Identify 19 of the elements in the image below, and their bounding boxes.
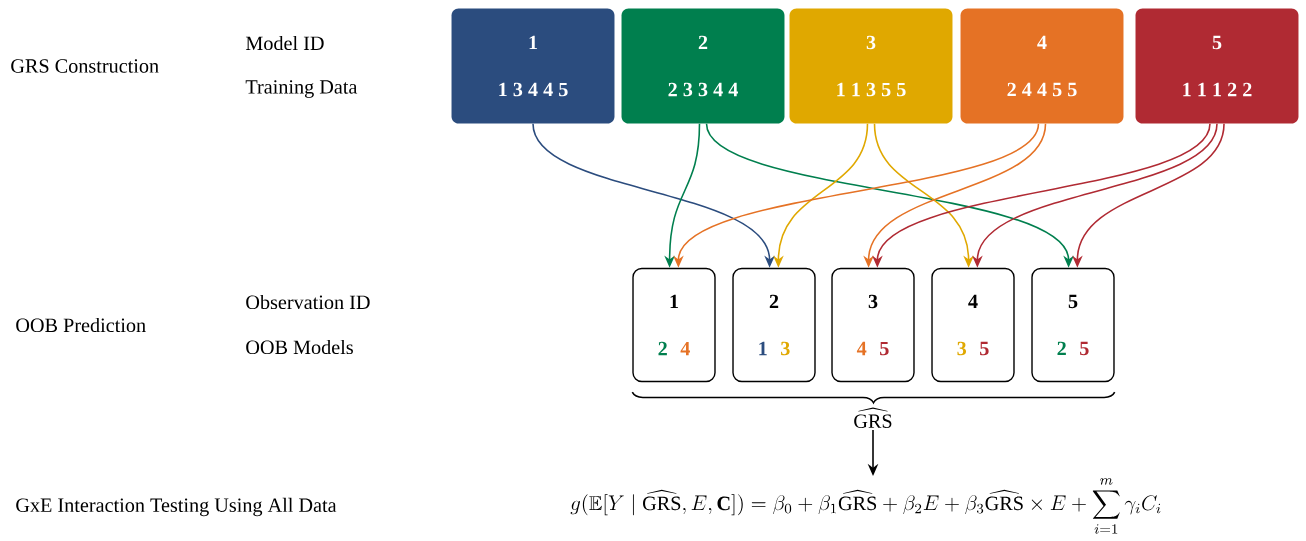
row-label: GxE Interaction Testing Using All Data (16, 497, 337, 517)
model-box: 1 1 3 4 4 5 (451, 8, 615, 124)
observation-box: 5 2 5 (1031, 267, 1115, 383)
observation-box: 3 4 5 (831, 267, 915, 383)
row-label: Training Data (245, 80, 358, 98)
observation-box: 4 3 5 (931, 267, 1015, 383)
formula: $\widehat{\mathrm{GRS}}$ (854, 407, 892, 428)
model-box: 4 2 4 4 5 5 (960, 8, 1124, 124)
observation-box: 1 2 4 (632, 267, 716, 383)
row-label: Observation ID (246, 294, 370, 310)
model-box: 5 1 1 1 2 2 (1135, 8, 1299, 124)
model-box: 3 1 1 3 5 5 (789, 8, 953, 124)
equation: $g(\mathbb{E}[Y \mid \widehat{\mathrm{GRS}}, E, \mathbf{C}]) = \beta_0 + \beta_1\widehat{\mathrm{GRS}} + \beta_2 E + \beta_3\widehat{\mathrm{GRS}} \times E + \sum_{i=1}^{m} \gamma_i C_i$ (570, 478, 1161, 534)
row-label: OOB Prediction (16, 317, 146, 333)
row-label: Model ID (245, 35, 324, 51)
observation-box: 2 1 3 (732, 267, 816, 383)
row-label: OOB Models (246, 339, 353, 355)
model-box: 2 2 3 3 4 4 (621, 8, 785, 124)
row-label: GRS Construction (11, 59, 159, 73)
